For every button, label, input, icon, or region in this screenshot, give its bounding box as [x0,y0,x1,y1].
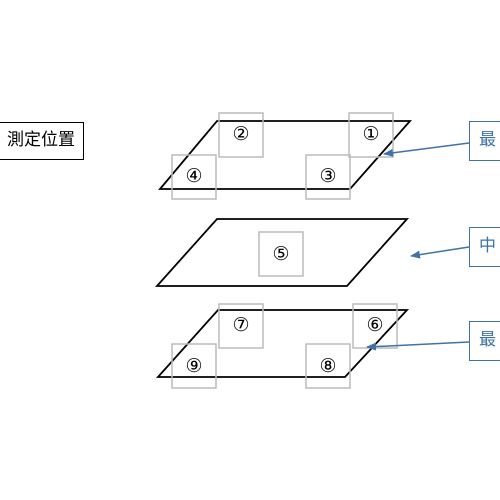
point-5-label: ⑤ [272,243,290,265]
point-8-label: ⑧ [319,355,337,377]
marker-box-8 [305,343,351,389]
point-9-label: ⑨ [185,355,203,377]
point-3-label: ③ [319,165,337,187]
marker-box-3 [305,154,351,200]
point-7-label: ⑦ [232,314,250,336]
marker-box-7 [218,303,264,349]
point-6-label: ⑥ [366,314,384,336]
marker-box-1 [348,112,394,158]
callout-top: 最 [469,121,500,161]
arrow-middle [410,246,470,259]
marker-box-2 [218,112,264,158]
marker-box-9 [171,343,217,389]
measurement-position-label: 測定位置 [0,122,84,160]
callout-bottom: 最 [469,321,500,361]
point-4-label: ④ [185,165,203,187]
arrow-bottom [366,341,470,351]
middle-plate [154,218,410,287]
bottom-plate [155,309,410,378]
marker-box-5 [258,231,304,277]
callout-middle: 中 [469,227,500,267]
arrow-top [383,142,470,157]
point-2-label: ② [232,123,250,145]
marker-box-4 [171,154,217,200]
point-1-label: ① [362,123,380,145]
